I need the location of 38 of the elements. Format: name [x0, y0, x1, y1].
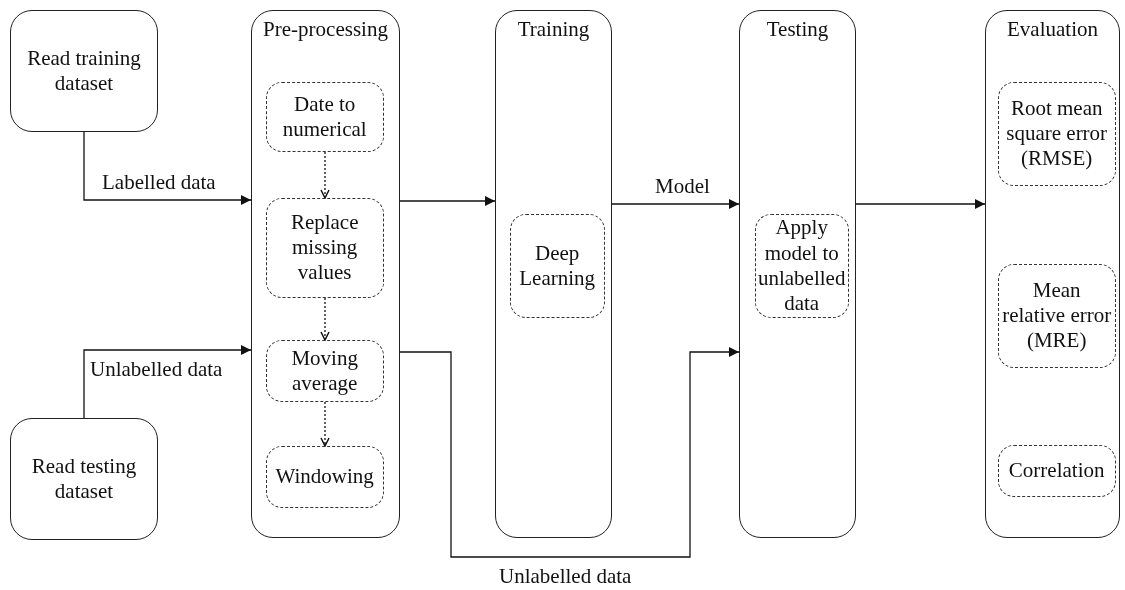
dotted-arrow	[320, 151, 330, 199]
process-box	[10, 418, 158, 540]
step-box	[265, 197, 384, 298]
panel-heading: Evaluation	[1006, 17, 1099, 43]
step-label: Windowing	[274, 464, 375, 490]
stage-panel	[985, 10, 1120, 538]
panel-heading: Testing	[765, 17, 830, 43]
step-label: Read testing dataset	[30, 453, 138, 505]
step-label: Deep Learning	[518, 240, 597, 291]
step-box	[265, 445, 384, 508]
step-box	[997, 263, 1116, 368]
arrow	[855, 199, 986, 209]
arrow	[399, 347, 740, 558]
step-label: Mean relative error (MRE)	[1001, 277, 1113, 354]
stage-panel	[251, 10, 400, 538]
stage-panel	[739, 10, 856, 538]
arrow	[83, 131, 252, 205]
step-label: Moving average	[290, 345, 359, 396]
step-label: Replace missing values	[289, 209, 360, 286]
step-label: Apply model to unlabelled data	[756, 215, 847, 317]
stage-panel	[495, 10, 612, 538]
step-label: Correlation	[1007, 458, 1106, 484]
panel-heading: Pre-processing	[262, 17, 389, 43]
step-box	[265, 81, 384, 152]
dotted-arrow	[320, 401, 330, 447]
step-box	[509, 213, 605, 318]
process-box	[10, 10, 158, 132]
arrow	[611, 199, 740, 209]
step-label: Root mean square error (RMSE)	[1005, 95, 1109, 172]
arrow	[83, 345, 252, 419]
step-box	[997, 81, 1116, 186]
step-box	[265, 339, 384, 402]
step-label: Read training dataset	[26, 45, 142, 97]
step-box	[997, 444, 1116, 497]
step-label: Date to numerical	[281, 91, 368, 142]
panel-heading: Training	[516, 17, 591, 43]
arrow	[399, 196, 496, 206]
dotted-arrow	[320, 297, 330, 341]
